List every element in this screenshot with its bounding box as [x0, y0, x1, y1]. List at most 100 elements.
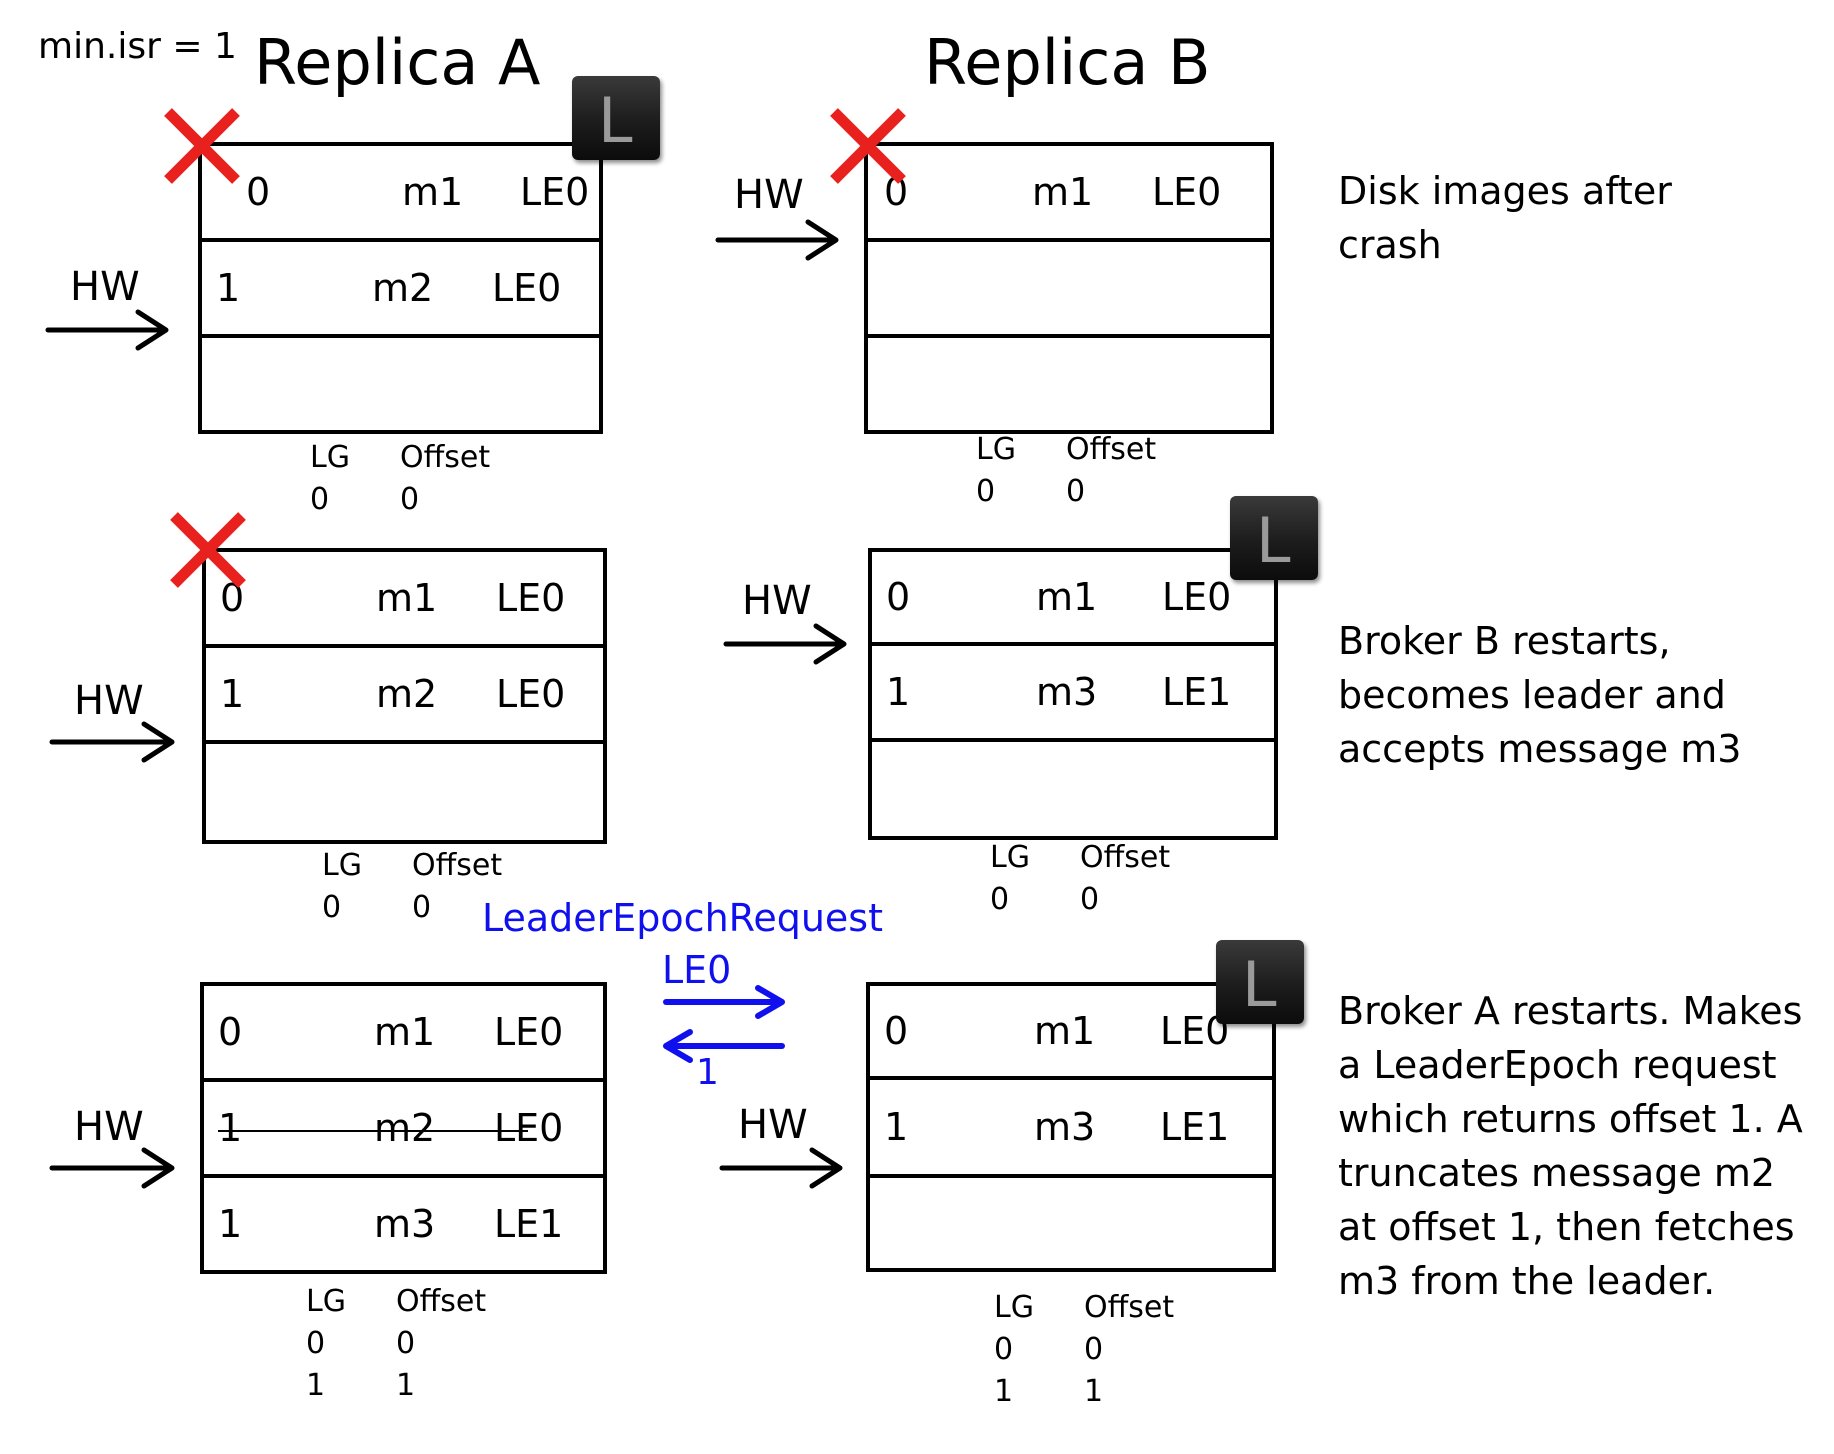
leader-badge-icon: L [1216, 940, 1304, 1024]
entry-epoch: LE0 [520, 170, 590, 214]
step-description-3: Broker A restarts. Makes a LeaderEpoch r… [1338, 989, 1803, 1303]
entry-message: m1 [1032, 170, 1094, 214]
hw-arrow-icon [723, 623, 847, 665]
log-entry: 0 m1 LE0 [870, 986, 1272, 1080]
lg-value: 1 [994, 1374, 1014, 1409]
leader-badge-icon: L [1230, 496, 1318, 580]
entry-message: m1 [1034, 1009, 1096, 1053]
replica-a-title: Replica A [254, 26, 541, 99]
log-entry: 1 m2 LE0 [206, 648, 603, 744]
hw-label: HW [734, 172, 804, 218]
replica-b-log-row2: 0 m1 LE0 1 m3 LE1 [868, 548, 1278, 840]
entry-epoch: LE0 [1152, 170, 1222, 214]
lg-header: LG [306, 1284, 346, 1319]
log-entry: 0 m1 LE0 [206, 552, 603, 648]
hw-arrow-icon [49, 1147, 175, 1189]
lg-value: 0 [990, 882, 1010, 917]
offset-value: 0 [1080, 882, 1100, 917]
offset-header: Offset [400, 440, 491, 475]
hw-label: HW [70, 264, 140, 310]
hw-label: HW [74, 678, 144, 724]
offset-header: Offset [396, 1284, 487, 1319]
replica-b-log-row3: 0 m1 LE0 1 m3 LE1 [866, 982, 1276, 1272]
entry-epoch: LE1 [1162, 670, 1232, 714]
log-entry: 1 m2 LE0 [202, 242, 599, 338]
entry-epoch: LE0 [496, 672, 566, 716]
response-offset-label: 1 [696, 1052, 719, 1093]
hw-arrow-icon [49, 721, 175, 763]
entry-epoch: LE0 [1162, 575, 1232, 619]
log-entry: 0 m1 LE0 [204, 986, 603, 1082]
entry-message: m1 [374, 1010, 436, 1054]
hw-label: HW [74, 1104, 144, 1150]
entry-epoch: LE0 [494, 1010, 564, 1054]
step-description-1: Disk images after crash [1338, 169, 1672, 267]
entry-message: m1 [402, 170, 464, 214]
log-entry: 0 m1 LE0 [202, 146, 599, 242]
entry-offset: 1 [884, 1105, 909, 1149]
entry-offset: 1 [886, 670, 911, 714]
log-entry: 1 m3 LE1 [204, 1178, 603, 1270]
offset-value: 0 [412, 890, 432, 925]
entry-message: m3 [1034, 1105, 1096, 1149]
log-entry: 0 m1 LE0 [872, 552, 1274, 646]
log-entry-truncated: 1 m2 LE0 [204, 1082, 603, 1178]
hw-label: HW [738, 1102, 808, 1148]
offset-value: 0 [1084, 1332, 1104, 1367]
entry-offset: 1 [220, 672, 245, 716]
lg-value: 0 [994, 1332, 1014, 1367]
hw-arrow-icon [45, 309, 169, 351]
replica-a-log-row2: 0 m1 LE0 1 m2 LE0 [202, 548, 607, 844]
log-entry-empty [868, 242, 1270, 338]
log-entry: 1 m3 LE1 [872, 646, 1274, 742]
hw-arrow-icon [719, 1147, 843, 1189]
offset-value: 0 [400, 482, 420, 517]
entry-offset: 1 [216, 266, 241, 310]
offset-header: Offset [1084, 1290, 1175, 1325]
crash-x-icon [170, 512, 246, 588]
replica-b-title: Replica B [924, 26, 1211, 99]
lg-header: LG [322, 848, 362, 883]
entry-message: m3 [1036, 670, 1098, 714]
offset-value: 0 [396, 1326, 416, 1361]
leader-epoch-request-label: LeaderEpochRequest [482, 896, 884, 940]
offset-header: Offset [1080, 840, 1171, 875]
offset-value: 1 [1084, 1374, 1104, 1409]
lg-value: 0 [306, 1326, 326, 1361]
lg-header: LG [310, 440, 350, 475]
leader-badge-icon: L [572, 76, 660, 160]
entry-message: m2 [374, 1106, 436, 1150]
lg-value: 0 [322, 890, 342, 925]
lg-value: 0 [310, 482, 330, 517]
entry-message: m1 [1036, 575, 1098, 619]
replica-b-log-row1: 0 m1 LE0 [864, 142, 1274, 434]
request-arrow-icon [663, 985, 785, 1019]
entry-epoch: LE0 [494, 1106, 564, 1150]
truncation-strikethrough [218, 1129, 528, 1132]
entry-offset: 0 [218, 1010, 243, 1054]
entry-message: m1 [376, 576, 438, 620]
offset-header: Offset [412, 848, 503, 883]
lg-value: 1 [306, 1368, 326, 1403]
entry-offset: 1 [218, 1106, 243, 1150]
entry-epoch: LE0 [492, 266, 562, 310]
hw-arrow-icon [715, 219, 839, 261]
entry-message: m2 [372, 266, 434, 310]
offset-header: Offset [1066, 432, 1157, 467]
offset-value: 1 [396, 1368, 416, 1403]
step-description-2: Broker B restarts, becomes leader and ac… [1338, 619, 1742, 771]
lg-header: LG [994, 1290, 1034, 1325]
hw-label: HW [742, 578, 812, 624]
entry-offset: 0 [246, 170, 271, 214]
entry-epoch: LE1 [494, 1202, 564, 1246]
replica-a-log-row3: 0 m1 LE0 1 m2 LE0 1 m3 LE1 [200, 982, 607, 1274]
entry-offset: 0 [884, 1009, 909, 1053]
entry-message: m3 [374, 1202, 436, 1246]
lg-value: 0 [976, 474, 996, 509]
entry-epoch: LE0 [496, 576, 566, 620]
lg-header: LG [990, 840, 1030, 875]
lg-header: LG [976, 432, 1016, 467]
replica-a-log-row1: 0 m1 LE0 1 m2 LE0 [198, 142, 603, 434]
entry-message: m2 [376, 672, 438, 716]
